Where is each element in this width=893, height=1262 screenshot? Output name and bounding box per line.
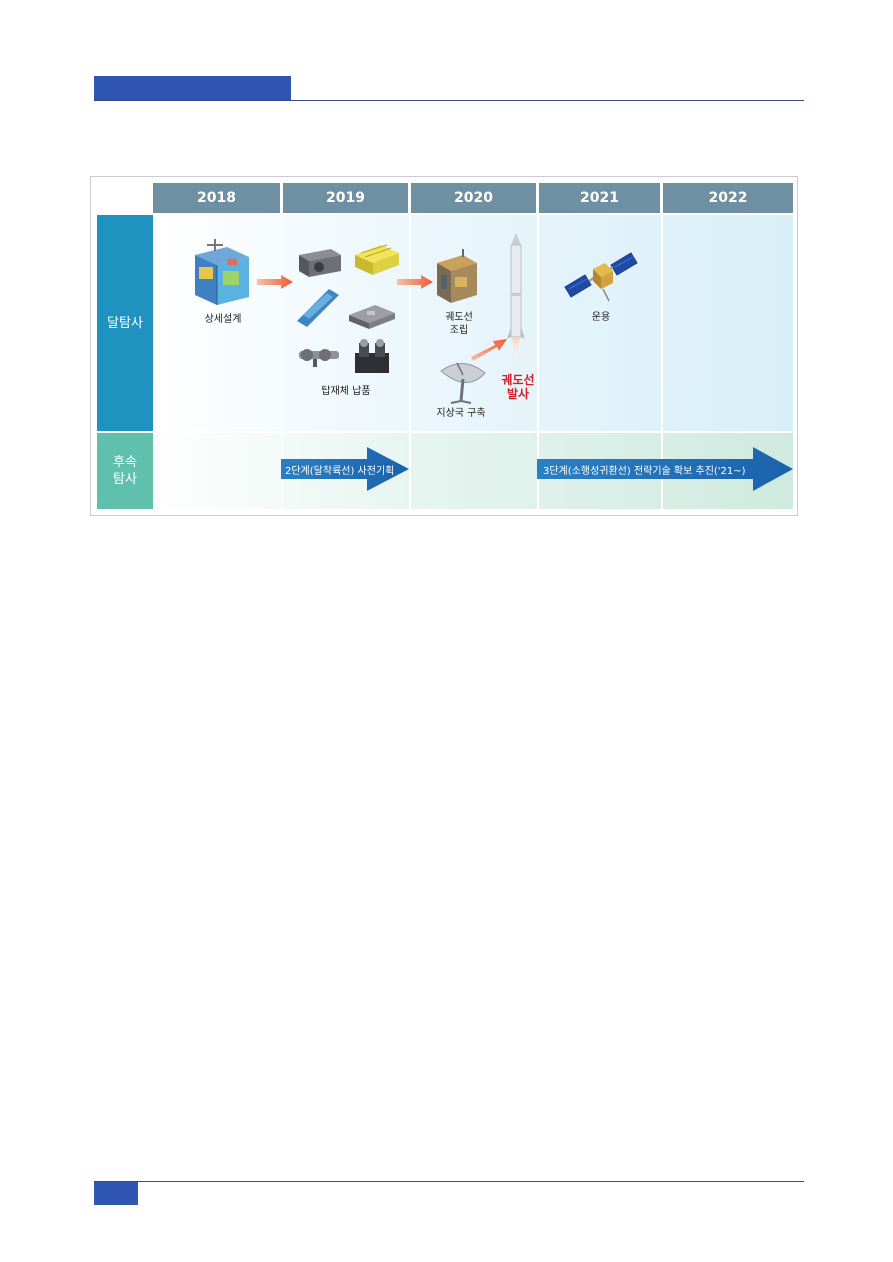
- flow-arrow-icon: [397, 275, 433, 289]
- stage2-planning-label: 2단계(달착륙선) 사전기획: [285, 465, 395, 477]
- stage3-strategic-tech-label: 3단계(소행성귀환선) 전략기술 확보 추진('21~): [543, 465, 746, 477]
- operational-satellite-icon: [564, 252, 638, 302]
- orbiter-assembly-label: 궤도선 조립: [445, 312, 473, 336]
- row-lunar-background: [153, 215, 793, 431]
- payload-magnetometer-icon: [297, 289, 339, 327]
- launch-vehicle-rocket-icon: [507, 233, 525, 365]
- payload-polarimetric-camera-icon: [355, 339, 389, 373]
- column-separator: [281, 215, 283, 509]
- header-accent-bar: [94, 76, 291, 100]
- year-header-2022: 2022: [663, 183, 793, 213]
- year-header-2018: 2018: [153, 183, 280, 213]
- flow-arrow-icon: [471, 339, 507, 361]
- orbiter-launch-label: 궤도선 발사: [501, 373, 535, 401]
- orbiter-assembly-icon: [437, 249, 477, 303]
- detailed-design-satellite-icon: [195, 239, 249, 305]
- row-label-lunar: 달탐사: [97, 215, 153, 431]
- flow-arrow-icon: [257, 275, 293, 289]
- header-rule: [94, 100, 804, 101]
- detailed-design-label: 상세설계: [204, 314, 242, 325]
- ground-station-label: 지상국 구축: [436, 408, 486, 419]
- column-separator: [661, 215, 663, 509]
- stage2-arrow-icon: [281, 447, 409, 491]
- footer-rule: [94, 1181, 804, 1182]
- column-separator: [409, 215, 411, 509]
- lunar-exploration-roadmap-figure: 2018 2019 2020 2021 2022 달탐사 후속 탐사 상세설계: [90, 176, 798, 516]
- payload-camera-icon: [299, 249, 341, 277]
- year-header-2019: 2019: [283, 183, 408, 213]
- payload-delivery-label: 탑재체 납품: [321, 386, 371, 397]
- stage3-arrow-icon: [537, 447, 793, 491]
- footer-accent-bar: [94, 1182, 138, 1205]
- year-header-2021: 2021: [539, 183, 660, 213]
- row-label-lunar-text: 달탐사: [107, 315, 143, 331]
- column-separator: [537, 215, 539, 509]
- payload-electronics-box-icon: [355, 244, 399, 275]
- year-header-2020: 2020: [411, 183, 536, 213]
- row-label-followup-text: 후속 탐사: [113, 455, 137, 487]
- row-label-followup: 후속 탐사: [97, 433, 153, 509]
- payload-antenna-icon: [299, 349, 339, 367]
- ground-station-antenna-icon: [440, 362, 486, 404]
- operation-label: 운용: [591, 312, 611, 323]
- payload-gamma-spectrometer-icon: [349, 305, 395, 329]
